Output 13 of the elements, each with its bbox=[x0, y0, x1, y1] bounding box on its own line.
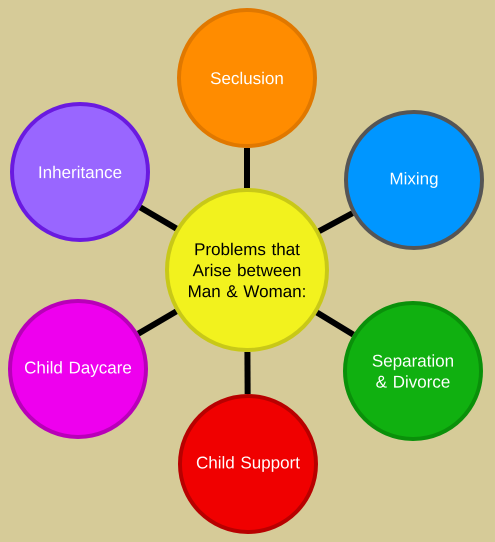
connector-line bbox=[244, 352, 251, 394]
circle-node: Problems that Arise between Man & Woman: bbox=[165, 188, 329, 352]
circle-node: Child Support bbox=[178, 394, 318, 534]
connector-line bbox=[315, 310, 355, 338]
connector-line bbox=[138, 204, 178, 232]
connector-line bbox=[318, 210, 354, 234]
circle-node: Seclusion bbox=[177, 8, 317, 148]
circle-node: Mixing bbox=[344, 110, 484, 250]
connector-line bbox=[136, 308, 178, 336]
circle-node: Inheritance bbox=[10, 102, 150, 242]
circle-node: Separation & Divorce bbox=[343, 301, 483, 441]
circle-node: Child Daycare bbox=[8, 299, 148, 439]
connector-line bbox=[244, 148, 250, 188]
